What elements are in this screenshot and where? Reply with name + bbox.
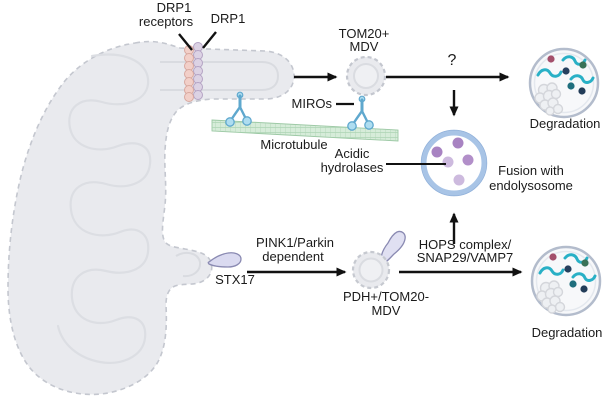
drp1-receptors-pointer-line bbox=[178, 33, 193, 51]
label-pink1-parkin-line1: PINK1/Parkin bbox=[255, 235, 335, 250]
microtubule-track bbox=[211, 119, 399, 142]
mitochondrion-cristae bbox=[56, 53, 152, 364]
label-acidic-hydrolases-line1: Acidic bbox=[334, 146, 370, 161]
label-microtubule: Microtubule bbox=[260, 137, 328, 152]
label-fusion-line1: Fusion with bbox=[498, 163, 564, 178]
label-pink1-parkin-line2: dependent bbox=[262, 249, 324, 264]
pdh-mdv-vesicle bbox=[351, 230, 406, 290]
label-pdh-mdv-line2: MDV bbox=[371, 303, 401, 318]
degradation-lysosome-top bbox=[528, 47, 600, 119]
label-hops-line2: SNAP29/VAMP7 bbox=[416, 250, 514, 265]
label-tom20-mdv-line2: MDV bbox=[349, 39, 379, 54]
protrusion-inner-membrane bbox=[175, 251, 202, 278]
label-tom20-mdv-line1: TOM20+ bbox=[338, 26, 390, 41]
drp1-ring bbox=[178, 31, 217, 102]
label-stx17: STX17 bbox=[215, 272, 255, 287]
label-drp1-receptors-line2: receptors bbox=[138, 14, 194, 29]
drp1-receptor-beads bbox=[184, 45, 194, 102]
label-drp1-receptors-line1: DRP1 bbox=[156, 0, 192, 15]
label-degradation-bottom: Degradation bbox=[531, 325, 603, 340]
label-question-mark: ? bbox=[447, 52, 457, 69]
label-pdh-mdv-line1: PDH+/TOM20- bbox=[342, 289, 430, 304]
label-degradation-top: Degradation bbox=[529, 116, 601, 131]
mitochondrion bbox=[7, 40, 295, 396]
label-miros: MIROs bbox=[291, 96, 332, 111]
tubule-inner-membrane bbox=[160, 61, 280, 91]
stx17-flag-on-mitochondrion bbox=[207, 252, 242, 268]
label-acidic-hydrolases-line2: hydrolases bbox=[320, 160, 384, 175]
degradation-lysosome-bottom bbox=[530, 245, 602, 317]
arrows bbox=[247, 72, 523, 277]
drp1-pointer-line bbox=[202, 31, 217, 49]
miro-motor-right bbox=[346, 94, 375, 132]
tom20-mdv-vesicle bbox=[345, 55, 387, 97]
label-hops-line1: HOPS complex/ bbox=[418, 237, 512, 252]
label-drp1: DRP1 bbox=[210, 11, 246, 26]
label-fusion-line2: endolysosome bbox=[489, 178, 573, 193]
microtubule-texture bbox=[212, 120, 398, 141]
mitochondrion-outer-membrane bbox=[7, 40, 295, 396]
endolysosome bbox=[386, 129, 488, 197]
